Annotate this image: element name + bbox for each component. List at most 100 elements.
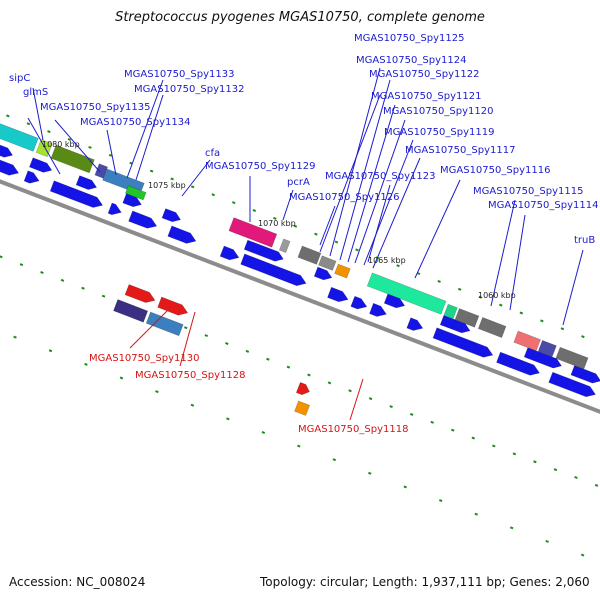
gene-label-spy1132: MGAS10750_Spy1132 (134, 84, 245, 95)
map-title: Streptococcus pyogenes MGAS10750, comple… (115, 10, 485, 25)
tick-dot (553, 468, 558, 472)
cds-arrow (327, 286, 349, 303)
tick-dot (594, 483, 599, 487)
gene-label-spy1117: MGAS10750_Spy1117 (405, 145, 516, 156)
tick-dot (438, 499, 443, 503)
gene-label-trub: truB (574, 235, 596, 246)
tick-dot (101, 294, 106, 298)
tick-dot (26, 122, 31, 126)
tick-dot (403, 485, 408, 489)
gene-feature-block (125, 185, 147, 201)
tick-dot (226, 417, 230, 421)
cds-arrow (23, 170, 40, 184)
gene-label-spy1128: MGAS10750_Spy1128 (135, 370, 246, 381)
leader-line (135, 94, 164, 181)
tick-dot (580, 553, 585, 557)
tick-dot (60, 278, 65, 282)
tick-dot (396, 264, 400, 268)
cds-arrow (0, 144, 14, 158)
tick-dot (297, 444, 301, 448)
tick-dot (293, 224, 298, 228)
tick-dot (108, 153, 113, 157)
tick-dot (332, 458, 337, 462)
gene-feature-block (228, 217, 278, 248)
reverse-gene-block (294, 400, 311, 416)
leader-line (129, 309, 169, 349)
leader-line (347, 104, 396, 263)
gene-feature-block (443, 303, 458, 320)
tick-dot (232, 201, 236, 205)
cds-arrow (369, 302, 387, 317)
tick-dot (512, 452, 517, 456)
cds-arrow (548, 371, 596, 398)
tick-dot (13, 335, 17, 339)
tick-dot (307, 373, 311, 377)
cds-arrow (107, 202, 122, 216)
tick-dot (519, 311, 524, 315)
tick-dot (81, 286, 85, 290)
gene-feature-block (537, 340, 557, 358)
tick-dot (88, 145, 92, 149)
cds-arrow (243, 239, 284, 262)
tick-dot (560, 327, 565, 331)
gene-label-cfa: cfa (205, 148, 221, 159)
tick-dot (355, 248, 359, 252)
leader-line (363, 139, 414, 266)
tick-dot (266, 357, 270, 361)
tick-dot (581, 335, 585, 339)
tick-dot (430, 420, 434, 424)
gene-feature-block (0, 123, 39, 152)
kbp-tick-label: 1075 kbp (148, 181, 186, 190)
reverse-gene-block (295, 382, 310, 396)
gene-feature-block (454, 308, 480, 328)
gene-label-spy1122: MGAS10750_Spy1122 (369, 69, 480, 80)
cds-arrow (496, 351, 540, 376)
cds-arrow (570, 365, 600, 384)
tick-dot (533, 460, 537, 464)
leader-line (329, 67, 381, 257)
reverse-gene-block (145, 311, 184, 337)
tick-dot (273, 216, 277, 220)
tick-dot (286, 365, 291, 369)
tick-dot (261, 431, 266, 434)
gene-label-glms: glmS (23, 87, 49, 98)
cds-arrow (219, 245, 240, 261)
leader-line (509, 214, 526, 311)
tick-dot (509, 526, 514, 530)
tick-dot (437, 279, 441, 283)
gene-label-spy1130: MGAS10750_Spy1130 (89, 353, 200, 364)
gene-feature-block (94, 163, 108, 179)
tick-dot (149, 169, 154, 173)
tick-dot (327, 381, 332, 385)
tick-dot (457, 287, 462, 291)
backbone-line (0, 179, 600, 414)
leader-line (490, 199, 516, 307)
leader-line (562, 249, 584, 326)
kbp-tick-label: 1070 kbp (258, 219, 296, 228)
genome-summary-text: Topology: circular; Length: 1,937,111 bp… (260, 575, 590, 589)
gene-feature-block (555, 346, 589, 370)
gene-feature-block (477, 317, 507, 338)
kbp-tick-label: 1080 kbp (42, 140, 80, 149)
tick-dot (84, 362, 88, 366)
gene-label-spy1126: MGAS10750_Spy1126 (289, 192, 400, 203)
gene-label-spy1121: MGAS10750_Spy1121 (371, 91, 482, 102)
gene-label-spy1129: MGAS10750_Spy1129 (205, 161, 316, 172)
tick-dot (225, 341, 229, 345)
tick-dot (474, 512, 478, 516)
gene-label-spy1115: MGAS10750_Spy1115 (473, 186, 584, 197)
cds-arrow (406, 317, 424, 331)
accession-text: Accession: NC_008024 (9, 575, 146, 589)
tick-dot (190, 403, 195, 407)
tick-dot (409, 412, 414, 416)
leader-line (181, 159, 211, 197)
reverse-gene-block (113, 299, 149, 323)
gene-label-spy1116: MGAS10750_Spy1116 (440, 165, 551, 176)
tick-dot (48, 349, 53, 353)
tick-dot (245, 349, 250, 353)
gene-feature-block (318, 255, 337, 271)
tick-dot (40, 271, 44, 274)
leader-line (339, 79, 391, 261)
leader-line (27, 117, 61, 175)
